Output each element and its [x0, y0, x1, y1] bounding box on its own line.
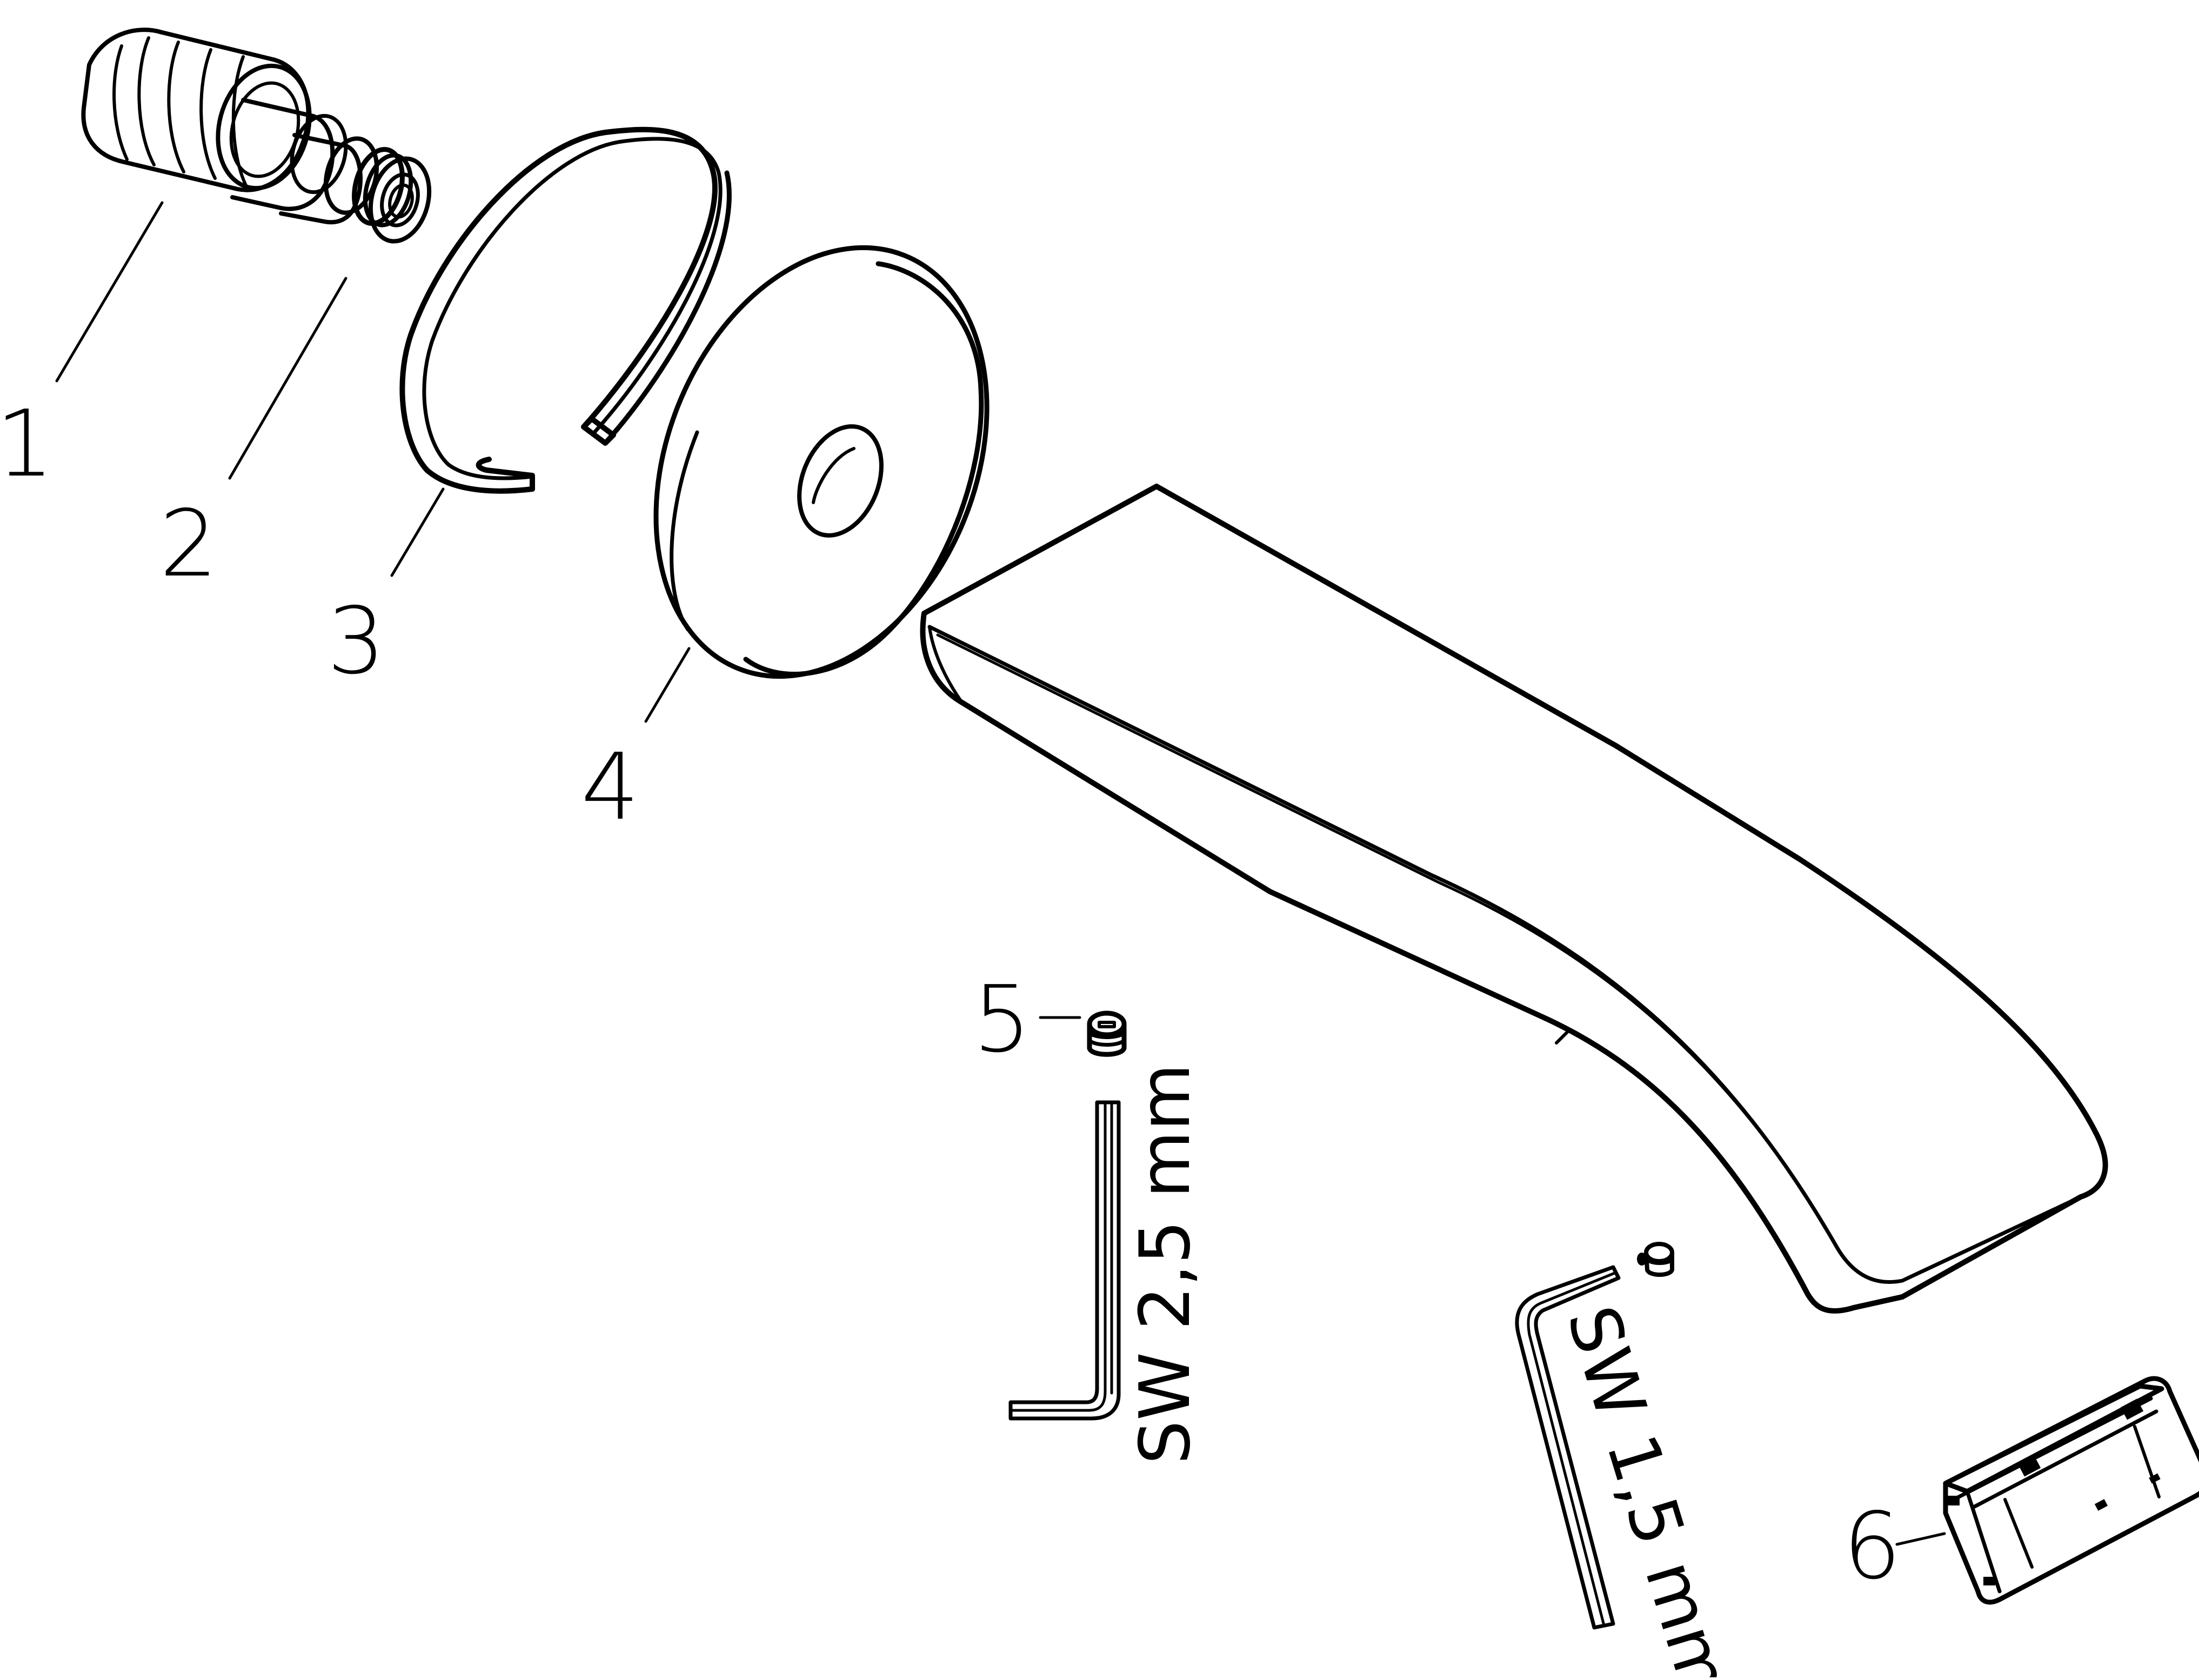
callout-2: 2: [159, 491, 218, 598]
insert-mark: [2094, 1499, 2108, 1511]
size-label-sw-2-5: SW 2,5 mm: [1125, 1063, 1206, 1464]
tiny-screw-head: [1637, 1253, 1647, 1266]
small-grub-screw: [1637, 1242, 1674, 1277]
part-1-threaded-adapter: [81, 28, 348, 211]
leader-2: [228, 277, 347, 480]
callout-6: 6: [1843, 1493, 1901, 1600]
size-label-sw-1-5: SW 1,5 mm: [1551, 1297, 1745, 1677]
part-2-cartridge: [279, 133, 432, 244]
spout: [920, 484, 2108, 1314]
insert-tab: [2017, 1455, 2041, 1477]
leader-lines: [55, 201, 1946, 1546]
insert-tab: [2120, 1398, 2144, 1420]
part-4-wall-rosette: [653, 245, 990, 679]
part-5-grub-screw: [1087, 1010, 1127, 1057]
part-3-retaining-ring: [399, 126, 732, 494]
callout-3: 3: [327, 588, 385, 695]
callout-numbers: 1 2 3 4 5 6: [0, 391, 1901, 1600]
leader-6: [1895, 1532, 1946, 1546]
hex-key-large: [1008, 1100, 1121, 1421]
callout-4: 4: [581, 734, 639, 841]
callout-5: 5: [973, 966, 1031, 1073]
part-6-aerator-insert: [1943, 1376, 2199, 1605]
leader-1: [55, 201, 164, 383]
leader-4: [644, 647, 691, 723]
leader-3: [390, 487, 445, 577]
callout-1: 1: [0, 391, 54, 498]
insert-mark: [1983, 1577, 1995, 1585]
hex-key-small: [1515, 1265, 1621, 1630]
insert-mark: [2149, 1473, 2161, 1484]
insert-tab: [1946, 1496, 1960, 1505]
